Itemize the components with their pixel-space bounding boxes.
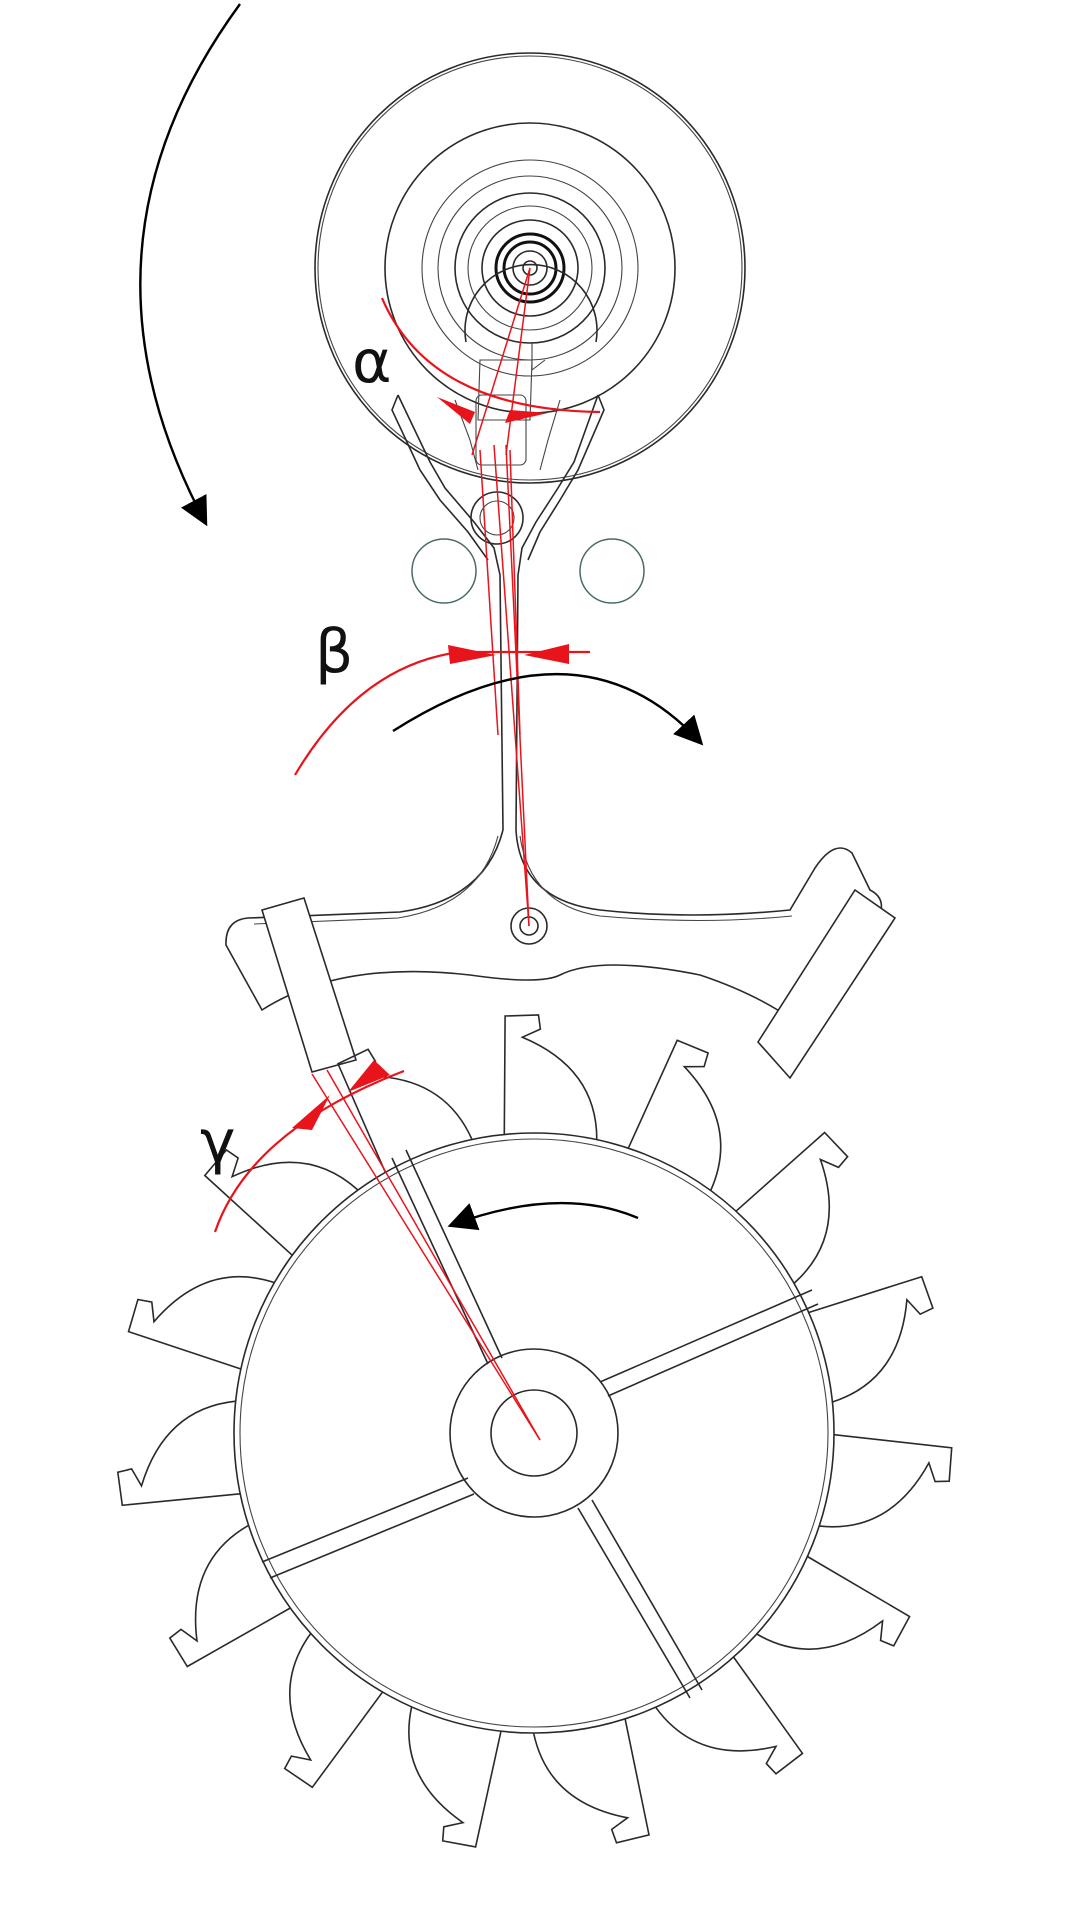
lever-fork (391, 394, 605, 831)
fork-line-2 (509, 449, 521, 736)
escape-wheel-tooth (127, 1275, 275, 1370)
escape-wheel-tooth (808, 1275, 934, 1403)
lever-swing-arrow (392, 673, 704, 746)
gamma-label: γ (200, 1107, 236, 1177)
pallet-bridge (225, 829, 883, 1027)
angle-construction-lines (311, 267, 541, 1441)
escape-wheel-rim-outer (233, 1132, 835, 1734)
gamma-arc (213, 1069, 405, 1233)
balance-staff-ring-2 (502, 240, 558, 296)
gamma-arrow-right (348, 1060, 390, 1092)
fork-line-1 (479, 449, 499, 736)
balance-spring-ring-5 (481, 219, 579, 317)
safety-roller-notch (531, 342, 546, 371)
escape-wheel-tooth (203, 1148, 359, 1256)
escape-wheel-hub-inner (490, 1389, 578, 1477)
escape-wheel-tooth (819, 1433, 953, 1528)
impulse-pin (475, 394, 527, 466)
balance-rotation-arrow (139, 3, 241, 527)
beta-label: β (315, 617, 353, 687)
pallet-lever (225, 359, 897, 1080)
escape-wheel-tooth (532, 1718, 650, 1844)
escape-wheel-tooth (654, 1656, 804, 1775)
escape-wheel-tooth (408, 1706, 502, 1848)
guard-pin-outer (470, 491, 524, 545)
banking-pin-left (411, 538, 477, 604)
alpha-arrow-right (505, 410, 548, 423)
gamma-angle-marker: γ (200, 1060, 405, 1233)
escape-wheel-hub-outer (449, 1348, 619, 1518)
gamma-line-2 (326, 1069, 541, 1441)
balance-rim-inner (317, 55, 743, 481)
alpha-label: α (352, 327, 392, 397)
escape-wheel-rotation-arrow (447, 1201, 639, 1231)
balance-wheel (314, 52, 746, 484)
escape-wheel (116, 1014, 953, 1848)
balance-staff-pivot (522, 260, 538, 276)
entry-pallet-stone (260, 897, 358, 1073)
balance-spring-ring-3 (454, 192, 606, 344)
lever-axis-line-2 (505, 444, 530, 927)
alpha-line-1 (471, 267, 531, 456)
escape-wheel-tooth (503, 1014, 598, 1140)
pallet-bridge-inner (253, 835, 793, 925)
balance-spring-ring-4 (467, 205, 593, 331)
escape-wheel-tooth (336, 1048, 473, 1173)
escape-wheel-tooth (168, 1524, 291, 1668)
escape-wheel-teeth (116, 1014, 953, 1848)
beta-angle-marker: β (294, 617, 590, 776)
escape-wheel-tooth (116, 1400, 241, 1507)
balance-rim-outer (314, 52, 746, 484)
fork-slot (477, 359, 533, 421)
escape-wheel-rim-inner (239, 1138, 829, 1728)
escape-wheel-spokes (261, 1149, 819, 1699)
lever-pivot-outer (510, 907, 548, 945)
balance-spring-ring-1 (421, 159, 639, 377)
alpha-line-2 (505, 267, 531, 456)
safety-roller (464, 263, 598, 343)
banking-pin-right (579, 538, 645, 604)
alpha-arrow-left (437, 397, 475, 424)
lever-axis-line-1 (493, 444, 530, 927)
beta-arrow-left (448, 645, 496, 664)
balance-staff-ring-3 (512, 250, 548, 286)
escape-wheel-tooth (756, 1555, 911, 1650)
alpha-angle-marker: α (352, 297, 601, 424)
exit-pallet-stone (757, 888, 897, 1080)
gamma-line-1 (311, 1073, 541, 1441)
escape-wheel-tooth (283, 1632, 384, 1789)
beta-arrow-right (524, 644, 569, 664)
balance-staff-ring-1 (494, 232, 566, 304)
alpha-arc (380, 297, 601, 414)
beta-arc (294, 650, 590, 776)
escape-wheel-tooth (735, 1131, 849, 1284)
gamma-arrow-left (292, 1095, 330, 1130)
escape-wheel-tooth (627, 1039, 722, 1191)
guard-pin-inner (479, 500, 515, 536)
